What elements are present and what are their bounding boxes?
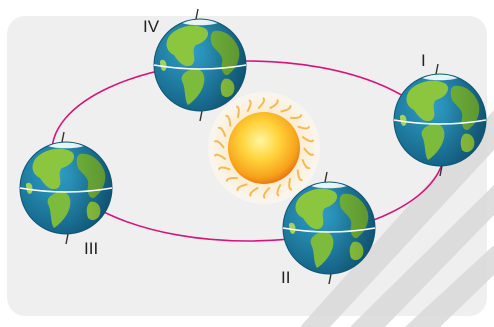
position-label-i: I (421, 51, 426, 70)
sun-ray (225, 114, 232, 127)
sun-ray (235, 105, 240, 119)
position-label-iv: IV (143, 17, 160, 36)
sun-ray (213, 153, 227, 161)
sun-ray (288, 177, 293, 191)
sun-ray (297, 125, 310, 130)
sun-ray (280, 104, 292, 113)
sun-ray (301, 158, 311, 170)
position-label-ii: II (281, 268, 290, 287)
sun-ray (269, 98, 279, 110)
sun-ray (290, 114, 303, 119)
sun-ray (276, 183, 282, 197)
sun-ray (213, 140, 225, 149)
sun-ray (225, 177, 238, 182)
sun-ray (257, 97, 266, 110)
sun-ray (217, 126, 227, 138)
sun-ray (218, 166, 231, 171)
sun-ray (249, 186, 259, 198)
sun-ray (236, 183, 248, 192)
sun-ray (301, 135, 315, 143)
sun-ray (246, 99, 252, 113)
sun (208, 92, 320, 204)
sun-ray (296, 169, 303, 182)
position-label-iii: III (84, 239, 98, 258)
sun-ray (303, 147, 315, 156)
sun-ray (262, 186, 271, 199)
